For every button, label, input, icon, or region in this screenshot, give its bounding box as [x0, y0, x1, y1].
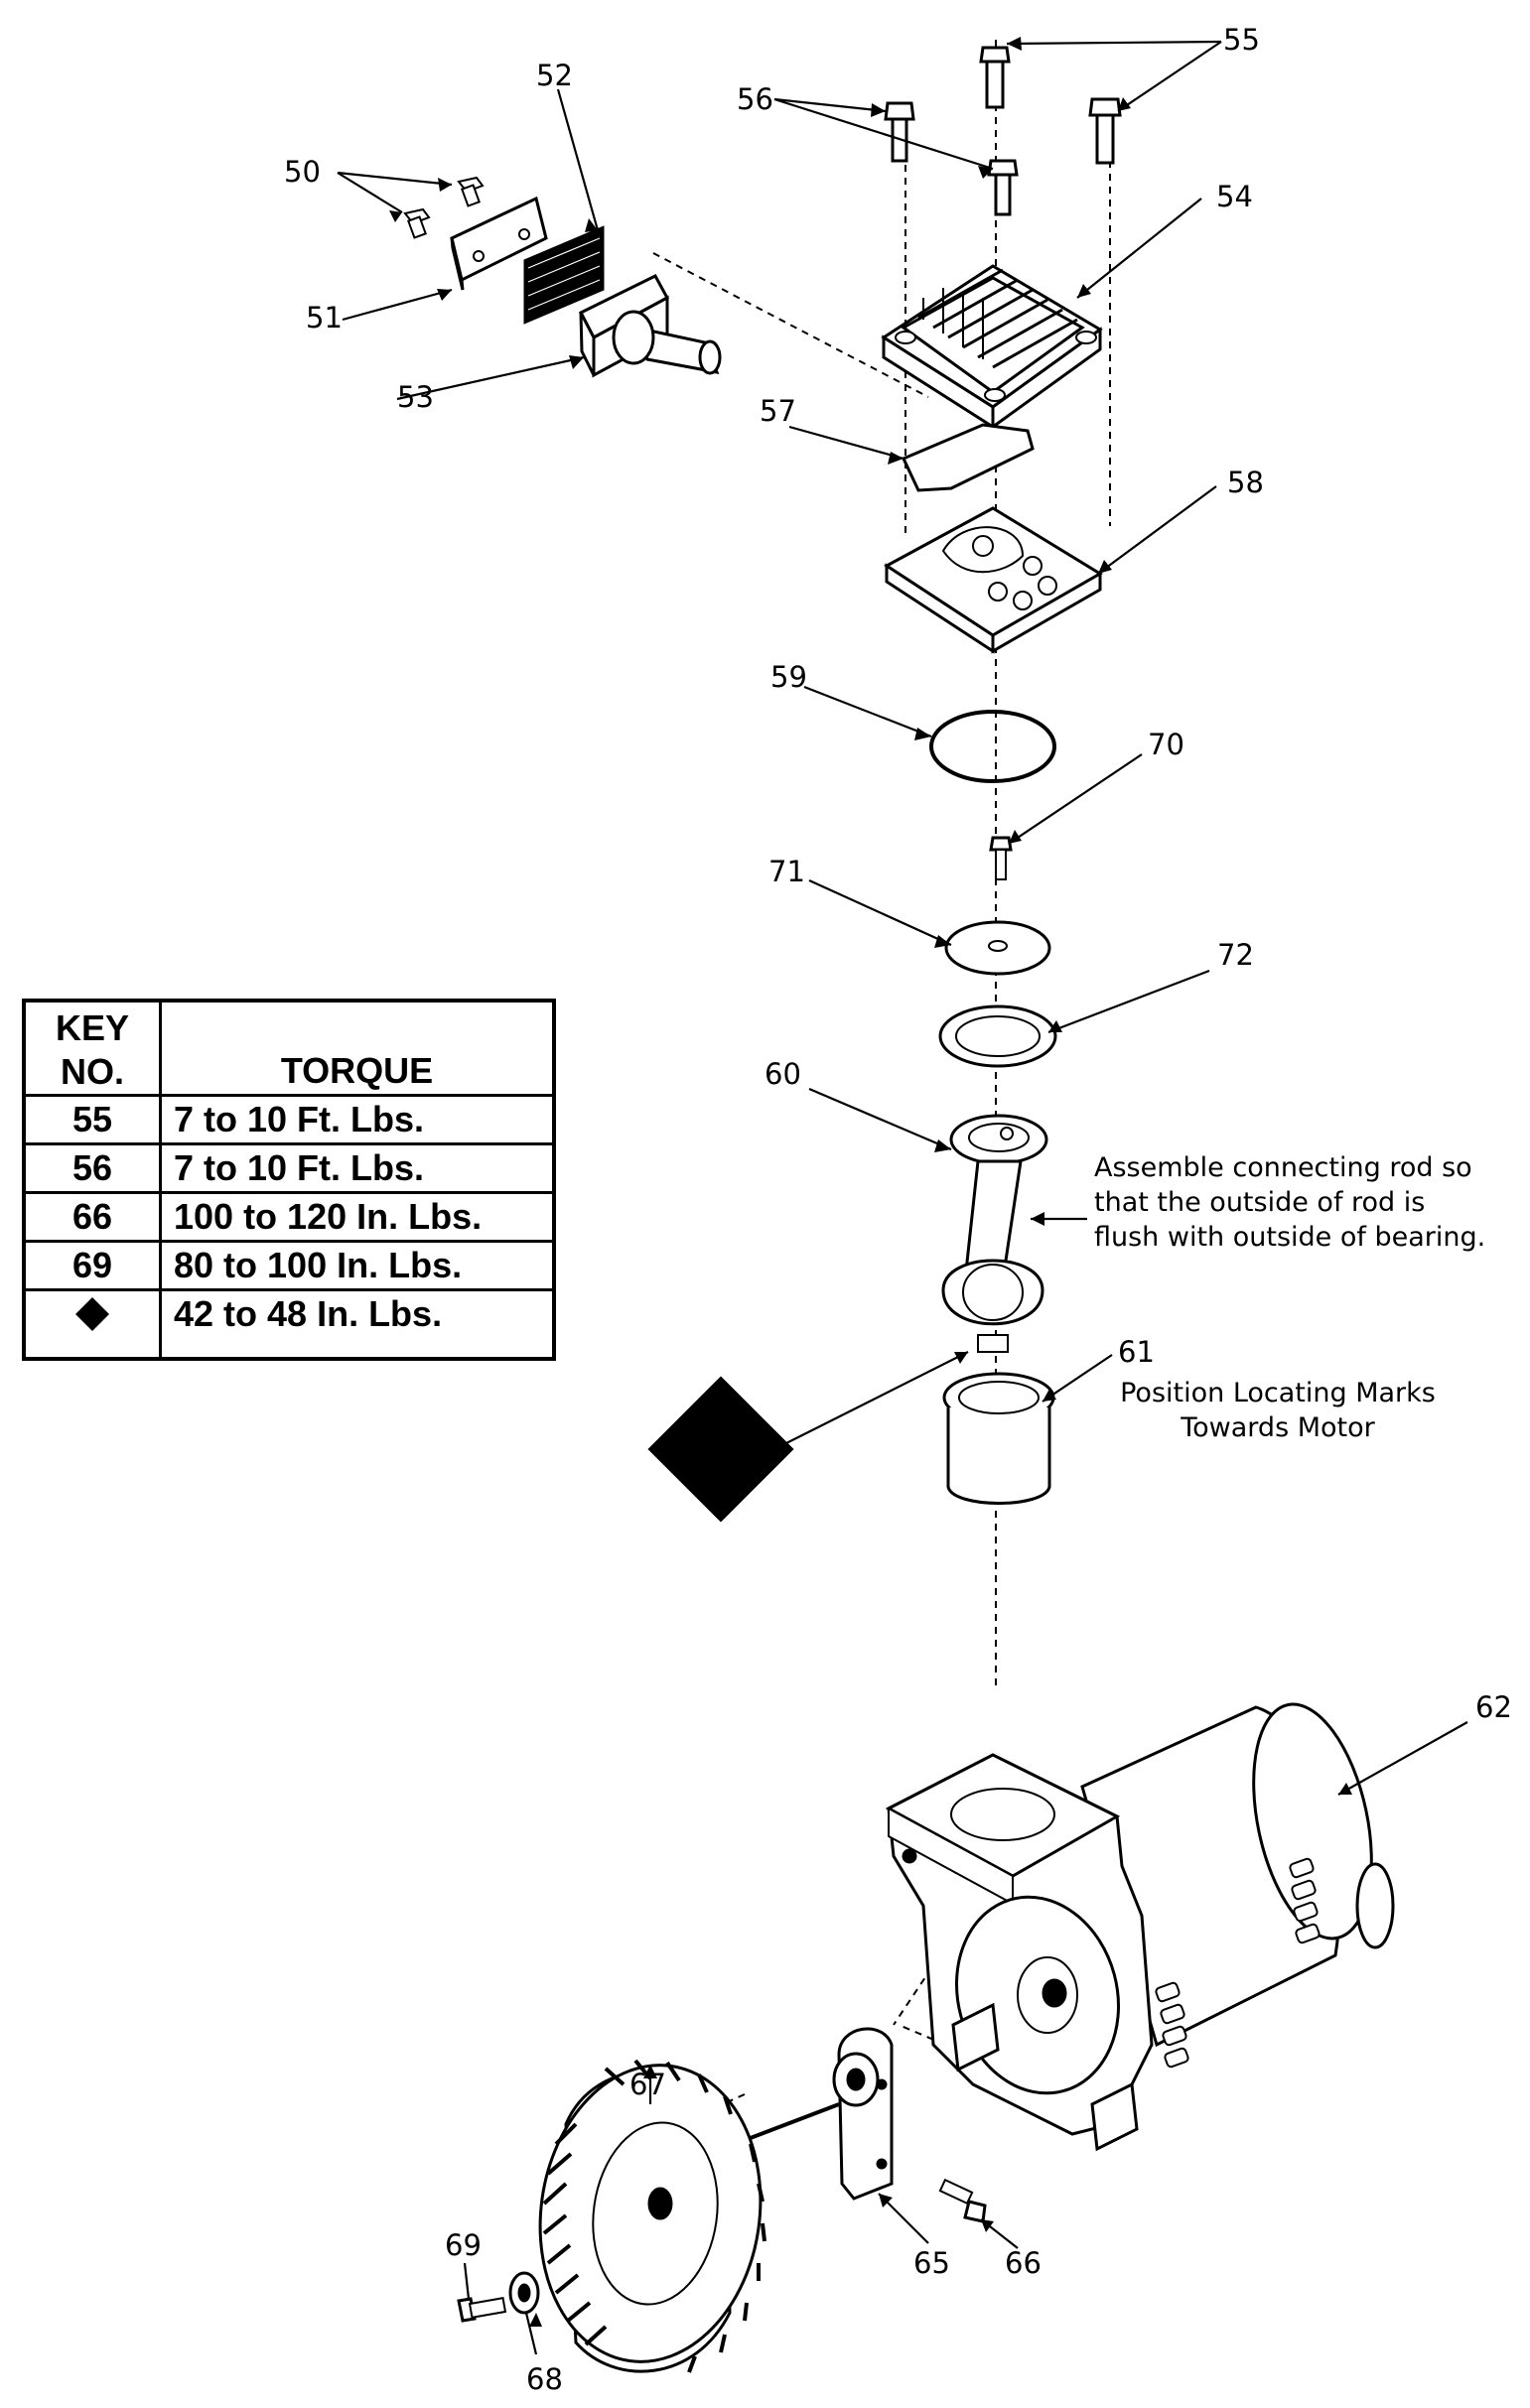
callout-53: 53 [397, 380, 434, 414]
callout-58: 58 [1227, 466, 1264, 499]
note-marks-line-2: Towards Motor [1180, 1412, 1375, 1443]
callout-61: 61 [1118, 1335, 1155, 1369]
callout-56: 56 [737, 82, 773, 116]
callout-60: 60 [765, 1057, 801, 1091]
part-69-bolt [457, 2296, 507, 2323]
part-68-washer [508, 2271, 540, 2315]
callout-67: 67 [629, 2068, 666, 2101]
callout-66: 66 [1005, 2246, 1042, 2280]
callout-65: 65 [913, 2246, 950, 2280]
part-50-screws [403, 176, 485, 239]
callout-71: 71 [768, 855, 805, 888]
note-rod-line-3: flush with outside of bearing. [1094, 1222, 1485, 1253]
key-header-line-1: KEY [55, 1007, 130, 1048]
torque-cell: 7 to 10 Ft. Lbs. [159, 1142, 556, 1194]
diamond-icon [75, 1297, 109, 1331]
torque-header: TORQUE [159, 999, 556, 1097]
motor-vent-slots [1155, 1857, 1321, 2069]
table-row: 66 100 to 120 In. Lbs. [22, 1191, 556, 1243]
key-header-line-2: NO. [60, 1051, 124, 1092]
callout-numbers: 50 51 52 53 54 55 56 57 58 59 60 61 62 6… [284, 23, 1512, 2396]
part-65-eccentric [832, 2027, 894, 2201]
callout-72: 72 [1217, 938, 1254, 972]
note-marks-line-1: Position Locating Marks [1120, 1378, 1436, 1408]
key-cell: 55 [22, 1094, 162, 1145]
callout-54: 54 [1216, 180, 1253, 213]
part-53-intake [578, 274, 722, 378]
part-71-disc [944, 920, 1051, 976]
callout-57: 57 [760, 394, 796, 428]
part-56-bolts [884, 101, 1019, 216]
callout-70: 70 [1148, 728, 1184, 761]
callout-59: 59 [770, 660, 807, 694]
callout-51: 51 [306, 301, 343, 334]
locating-marks-note: Position Locating Marks Towards Motor [1120, 1378, 1436, 1443]
table-row: 69 80 to 100 In. Lbs. [22, 1240, 556, 1291]
part-54-cylinder-head [881, 264, 1103, 430]
key-no-header: KEY NO. [22, 999, 162, 1097]
table-row: 42 to 48 In. Lbs. [22, 1288, 556, 1361]
connecting-rod-note: Assemble connecting rod so that the outs… [1094, 1152, 1485, 1253]
torque-cell: 80 to 100 In. Lbs. [159, 1240, 556, 1291]
callout-62: 62 [1475, 1690, 1512, 1724]
part-67-fan [538, 2059, 766, 2373]
torque-cell: 42 to 48 In. Lbs. [159, 1288, 556, 1361]
part-59-o-ring [929, 710, 1056, 783]
table-row: 56 7 to 10 Ft. Lbs. [22, 1142, 556, 1194]
torque-cell: 100 to 120 In. Lbs. [159, 1191, 556, 1243]
key-cell: 66 [22, 1191, 162, 1243]
callout-68: 68 [526, 2362, 563, 2396]
key-cell: 56 [22, 1142, 162, 1194]
part-58-valve-plate [884, 506, 1103, 654]
part-70-screw [989, 836, 1013, 880]
diamond-key-cell [22, 1288, 162, 1361]
callout-55: 55 [1223, 23, 1260, 57]
part-52-filter [523, 225, 605, 325]
callout-69: 69 [445, 2228, 482, 2262]
part-61-bearing [942, 1372, 1055, 1505]
part-57-gasket [901, 423, 1035, 492]
note-rod-line-1: Assemble connecting rod so [1094, 1152, 1472, 1183]
part-55-bolts [979, 46, 1122, 165]
part-60-connecting-rod [941, 1114, 1048, 1353]
part-51-cover-plate [450, 196, 548, 291]
torque-table-header: KEY NO. TORQUE [22, 999, 556, 1097]
table-row: 55 7 to 10 Ft. Lbs. [22, 1094, 556, 1145]
torque-table: KEY NO. TORQUE 55 7 to 10 Ft. Lbs. 56 7 … [22, 999, 556, 1361]
torque-diamond-marker [647, 1376, 794, 1523]
torque-cell: 7 to 10 Ft. Lbs. [159, 1094, 556, 1145]
part-72-ring [938, 1004, 1057, 1068]
callout-50: 50 [284, 155, 321, 189]
part-66-bolt [938, 2178, 987, 2223]
callout-52: 52 [536, 59, 573, 92]
part-62-motor [885, 1702, 1395, 2152]
leader-arrowheads [389, 37, 1352, 2327]
note-rod-line-2: that the outside of rod is [1094, 1187, 1425, 1218]
key-cell: 69 [22, 1240, 162, 1291]
